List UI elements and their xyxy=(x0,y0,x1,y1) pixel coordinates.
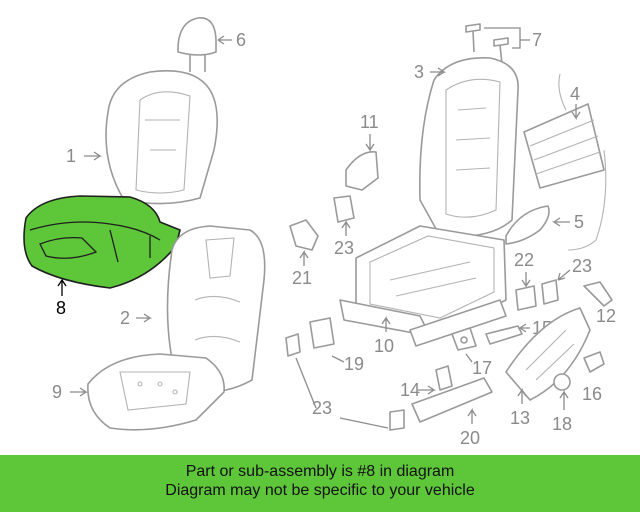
leader-1 xyxy=(84,151,103,161)
clip-part-14 xyxy=(435,365,453,391)
callout-5: 5 xyxy=(574,212,584,232)
lumbar-support-part xyxy=(523,73,607,251)
callout-21: 21 xyxy=(292,268,312,288)
leader-23c xyxy=(295,357,389,429)
callout-19: 19 xyxy=(344,354,364,374)
callout-8: 8 xyxy=(56,298,66,318)
screw-parts xyxy=(465,23,509,65)
seat-back-frame-part xyxy=(418,57,519,238)
callout-14: 14 xyxy=(400,380,420,400)
bracket-part-19 xyxy=(309,317,335,349)
leader-8 xyxy=(57,277,67,296)
diagram-disclaimer-line: Diagram may not be specific to your vehi… xyxy=(165,482,475,499)
callout-11: 11 xyxy=(360,112,379,132)
lower-trim-part xyxy=(411,377,493,423)
callout-1: 1 xyxy=(66,146,76,166)
callout-9: 9 xyxy=(52,382,62,402)
leader-19 xyxy=(331,355,345,363)
leader-7 xyxy=(484,27,530,49)
leader-21 xyxy=(299,249,309,266)
callout-18: 18 xyxy=(552,414,572,434)
actuator-part xyxy=(451,327,477,351)
leader-11 xyxy=(365,134,375,153)
callout-23a: 23 xyxy=(334,238,354,258)
knob-part xyxy=(583,351,605,373)
headrest-part xyxy=(177,17,217,72)
link-part xyxy=(485,325,523,345)
callout-23c: 23 xyxy=(312,398,332,418)
leader-13 xyxy=(517,387,527,404)
leader-5 xyxy=(551,217,570,227)
callout-22: 22 xyxy=(514,250,534,270)
part-info-line: Part or sub-assembly is #8 in diagram xyxy=(185,463,455,480)
leader-14 xyxy=(418,385,437,395)
leader-15 xyxy=(517,323,530,333)
round-knob-part xyxy=(553,373,571,391)
callout-4: 4 xyxy=(570,84,580,104)
side-trim-part xyxy=(505,205,550,245)
callout-17: 17 xyxy=(472,358,492,378)
clip-part-22 xyxy=(515,285,537,311)
callout-12: 12 xyxy=(596,306,616,326)
leader-20 xyxy=(467,407,477,424)
callout-10: 10 xyxy=(374,336,394,356)
leader-9 xyxy=(70,387,89,397)
callout-20: 20 xyxy=(460,428,480,448)
leader-10 xyxy=(381,315,391,332)
clip-part-b xyxy=(541,279,559,305)
seat-cushion-pad-highlighted xyxy=(23,195,181,289)
leader-3 xyxy=(430,67,447,77)
callout-13: 13 xyxy=(510,408,530,428)
leader-2 xyxy=(136,313,153,323)
seat-cushion-cover-part xyxy=(87,353,225,431)
callout-6: 6 xyxy=(236,30,246,50)
clip-part-c xyxy=(285,333,405,431)
leader-22 xyxy=(521,272,531,289)
callout-3: 3 xyxy=(414,62,424,82)
callout-23b: 23 xyxy=(572,256,592,276)
seat-back-rear-panel-part xyxy=(166,225,266,394)
leader-4 xyxy=(571,104,581,121)
seat-back-cover-part xyxy=(105,70,218,205)
mount-bracket-part xyxy=(289,219,319,251)
leader-18 xyxy=(559,389,569,410)
callout-16: 16 xyxy=(582,384,602,404)
bracket-part xyxy=(345,151,379,191)
callout-7: 7 xyxy=(532,30,542,50)
callout-2: 2 xyxy=(120,308,130,328)
adjust-handle-part xyxy=(583,281,613,307)
leader-23a xyxy=(341,219,351,236)
leader-17 xyxy=(465,353,473,363)
part-info-banner: Part or sub-assembly is #8 in diagram Di… xyxy=(0,455,640,512)
seat-track-frame-part xyxy=(339,225,507,347)
leader-6 xyxy=(217,35,232,45)
clip-part-a xyxy=(333,195,355,223)
leader-23b xyxy=(557,269,571,281)
side-shield-part xyxy=(505,307,591,401)
parts-diagram: 6 1 8 2 9 7 xyxy=(23,17,616,448)
